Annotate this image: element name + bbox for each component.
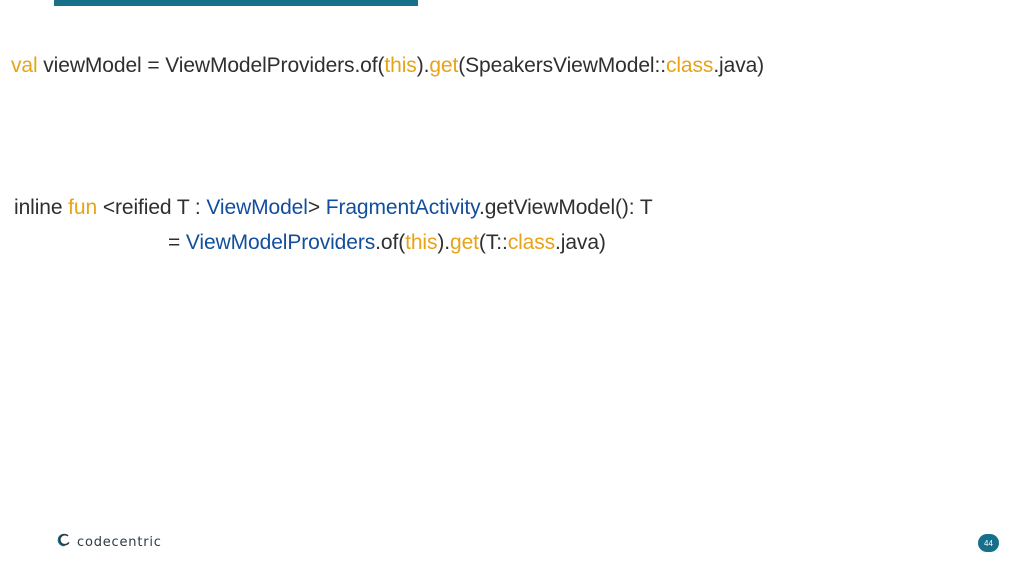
line3-token-0: = (168, 231, 186, 254)
code-line-1: val viewModel = ViewModelProviders.of(th… (11, 54, 764, 78)
line2-token-2: <reified T : (97, 196, 207, 219)
codecentric-logo-icon (55, 532, 73, 553)
top-accent-bar (54, 0, 418, 6)
line1-token-0: val (11, 54, 38, 77)
code-line-2: inline fun <reified T : ViewModel> Fragm… (14, 196, 653, 220)
line3-token-3: this (405, 231, 438, 254)
line1-token-2: this (384, 54, 417, 77)
line3-token-7: class (507, 231, 556, 254)
codecentric-logo: codecentric (55, 532, 162, 552)
page-number-badge: 44 (978, 534, 999, 552)
code-line-3: = ViewModelProviders.of(this).get(T::cla… (168, 231, 606, 255)
line1-token-3: ). (416, 54, 430, 77)
line2-token-0: inline (14, 196, 69, 219)
line2-token-1: fun (68, 196, 98, 219)
line1-token-7: .java) (713, 54, 765, 77)
line1-token-6: class (665, 54, 714, 77)
line1-token-4: get (429, 54, 459, 77)
line3-token-6: (T:: (478, 231, 508, 254)
line2-token-5: FragmentActivity (325, 196, 479, 219)
line3-token-4: ). (437, 231, 451, 254)
line1-token-5: (SpeakersViewModel:: (458, 54, 666, 77)
line3-token-8: .java) (555, 231, 606, 254)
line2-token-3: ViewModel (206, 196, 308, 219)
line3-token-2: .of( (375, 231, 406, 254)
line3-token-1: ViewModelProviders (185, 231, 376, 254)
line1-token-1: viewModel = ViewModelProviders.of( (37, 54, 385, 77)
logo-text: codecentric (77, 534, 162, 550)
line2-token-6: .getViewModel(): T (478, 196, 653, 219)
line3-token-5: get (450, 231, 479, 254)
line2-token-4: > (307, 196, 326, 219)
